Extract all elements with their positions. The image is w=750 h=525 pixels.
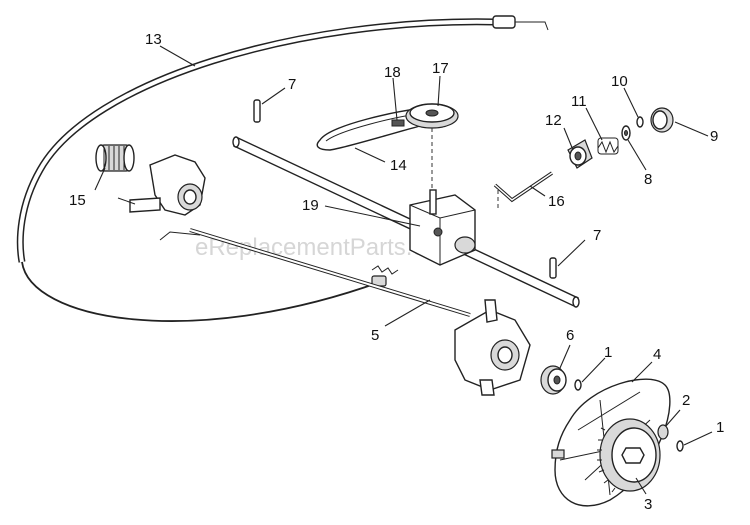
pulley bbox=[405, 103, 459, 195]
callout-13: 13 bbox=[145, 31, 162, 48]
washer bbox=[621, 125, 631, 141]
callout-2: 2 bbox=[682, 392, 690, 409]
callout-14: 14 bbox=[390, 157, 407, 174]
callout-11: 11 bbox=[571, 93, 587, 110]
right-adjuster-bracket bbox=[454, 299, 531, 396]
callout-7-upper: 7 bbox=[288, 76, 296, 93]
trail-shaft bbox=[159, 228, 471, 317]
callout-9: 9 bbox=[710, 128, 718, 145]
retaining-ring-lower bbox=[676, 440, 684, 452]
spacer-pin bbox=[657, 424, 669, 440]
bearing-cap bbox=[650, 107, 674, 133]
callout-17: 17 bbox=[432, 60, 449, 77]
callout-4: 4 bbox=[653, 346, 661, 363]
clutch-cam bbox=[567, 139, 593, 169]
transmission-gearbox bbox=[409, 189, 476, 266]
control-cable bbox=[16, 15, 549, 322]
drive-gear bbox=[597, 418, 661, 493]
retaining-ring-small bbox=[636, 116, 644, 128]
left-adjuster-bracket bbox=[117, 154, 206, 216]
callout-15: 15 bbox=[69, 192, 86, 209]
clutch-spring bbox=[597, 137, 619, 155]
callout-19: 19 bbox=[302, 197, 319, 214]
callout-6: 6 bbox=[566, 327, 574, 344]
pinion-gear bbox=[95, 144, 135, 172]
callout-7-lower: 7 bbox=[593, 227, 601, 244]
callout-8: 8 bbox=[644, 171, 652, 188]
roll-pin-upper bbox=[253, 99, 261, 123]
callout-1-lower: 1 bbox=[716, 419, 724, 436]
callout-5: 5 bbox=[371, 327, 379, 344]
shift-rod bbox=[493, 171, 553, 210]
callout-10: 10 bbox=[611, 73, 628, 90]
callout-16: 16 bbox=[548, 193, 565, 210]
bearing bbox=[540, 365, 567, 395]
retaining-ring-upper bbox=[574, 379, 582, 391]
callout-18: 18 bbox=[384, 64, 401, 81]
leader-lines bbox=[94, 45, 713, 495]
callout-3: 3 bbox=[644, 496, 652, 513]
callout-12: 12 bbox=[545, 112, 562, 129]
roll-pin-lower bbox=[549, 257, 557, 279]
callout-1-upper: 1 bbox=[604, 344, 612, 361]
